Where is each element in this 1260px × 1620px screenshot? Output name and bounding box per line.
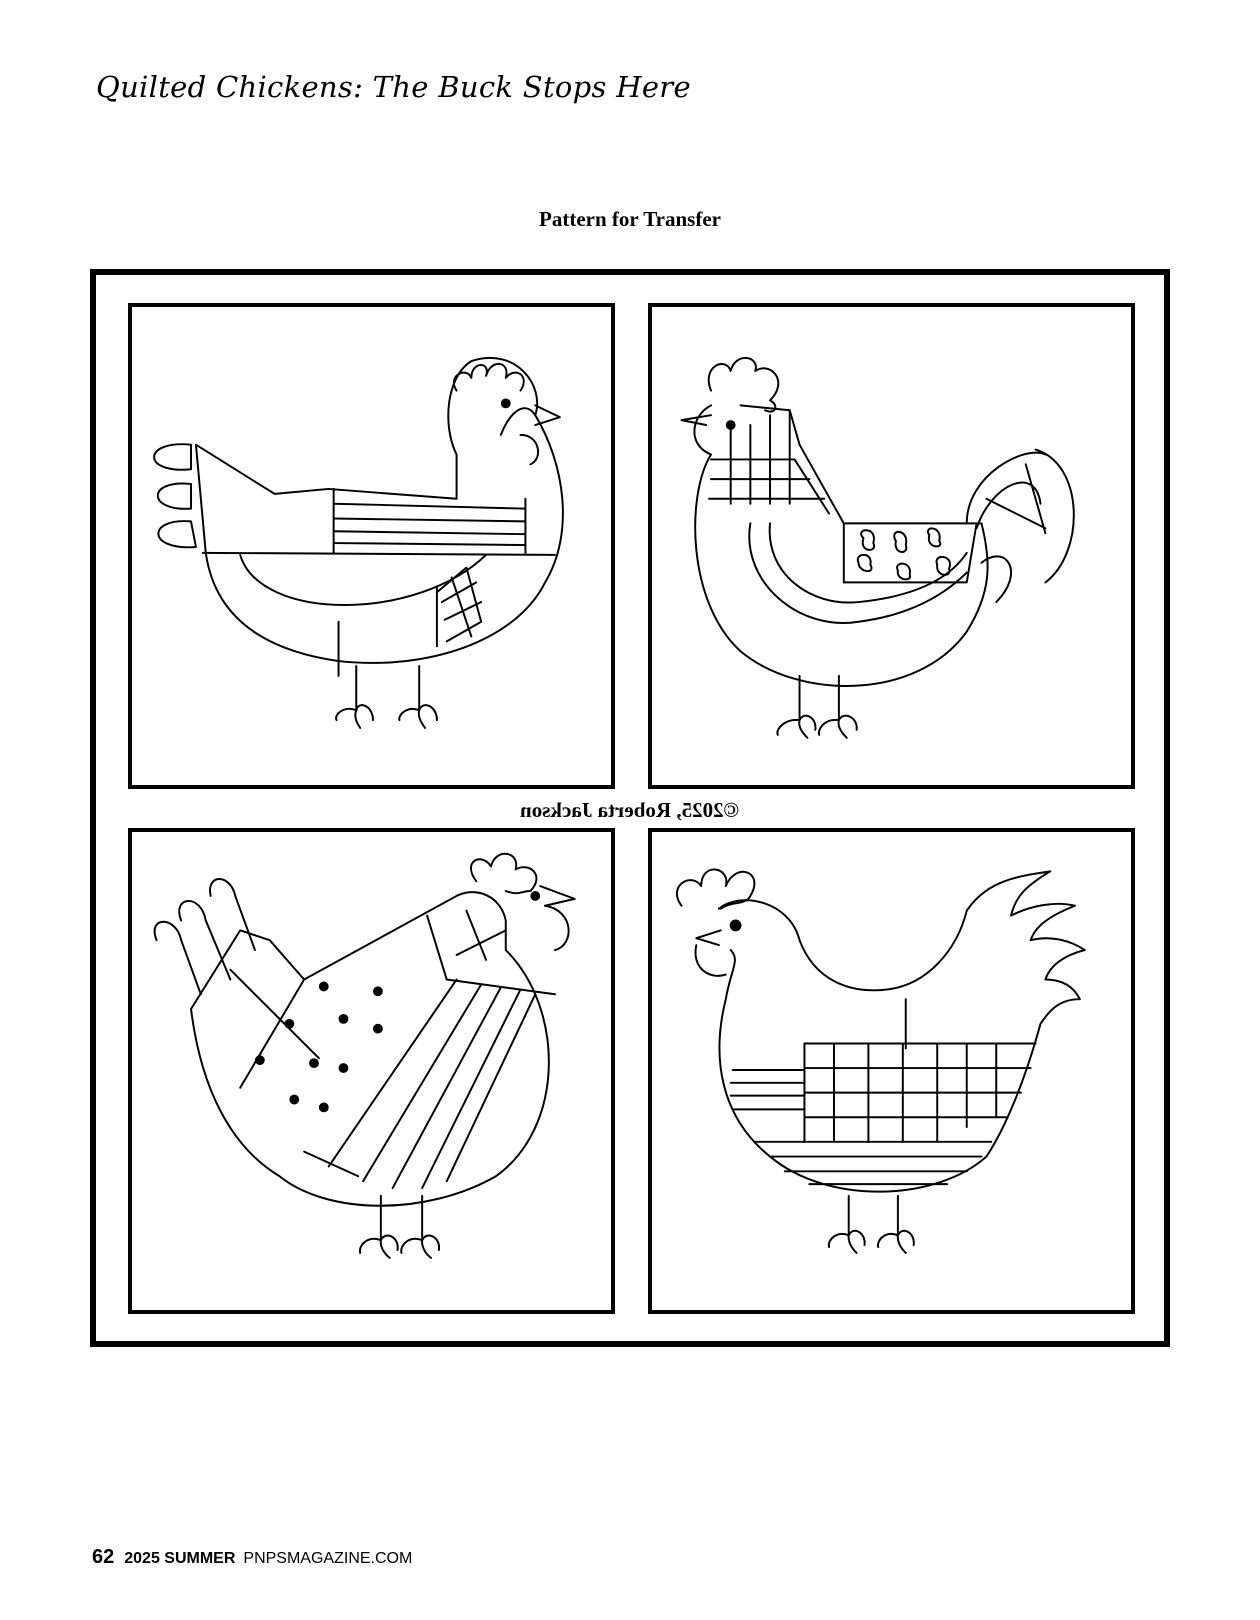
rooster-spotted-drawing bbox=[680, 357, 1075, 739]
issue-label: 2025 SUMMER bbox=[124, 1550, 236, 1567]
pattern-outer-frame bbox=[90, 269, 1170, 1347]
page-number: 62 bbox=[92, 1546, 115, 1568]
rooster-plaid-drawing bbox=[675, 868, 1086, 1254]
copyright-notice: ©2025, Roberta Jackson bbox=[520, 798, 740, 822]
hen-dotted-drawing bbox=[153, 852, 576, 1259]
chicken-panel-bottom-right bbox=[648, 828, 1135, 1314]
website-label: PNPSMAGAZINE.COM bbox=[243, 1550, 413, 1567]
page-title: Quilted Chickens: The Buck Stops Here bbox=[96, 70, 691, 104]
chicken-panel-top-right bbox=[648, 303, 1135, 789]
page-footer: 62 2025 SUMMER PNPSMAGAZINE.COM bbox=[92, 1546, 412, 1569]
pattern-heading: Pattern for Transfer bbox=[539, 207, 721, 231]
chicken-panel-top-left bbox=[128, 303, 615, 789]
chicken-panel-bottom-left bbox=[128, 828, 615, 1314]
hen-striped-drawing bbox=[153, 356, 564, 729]
